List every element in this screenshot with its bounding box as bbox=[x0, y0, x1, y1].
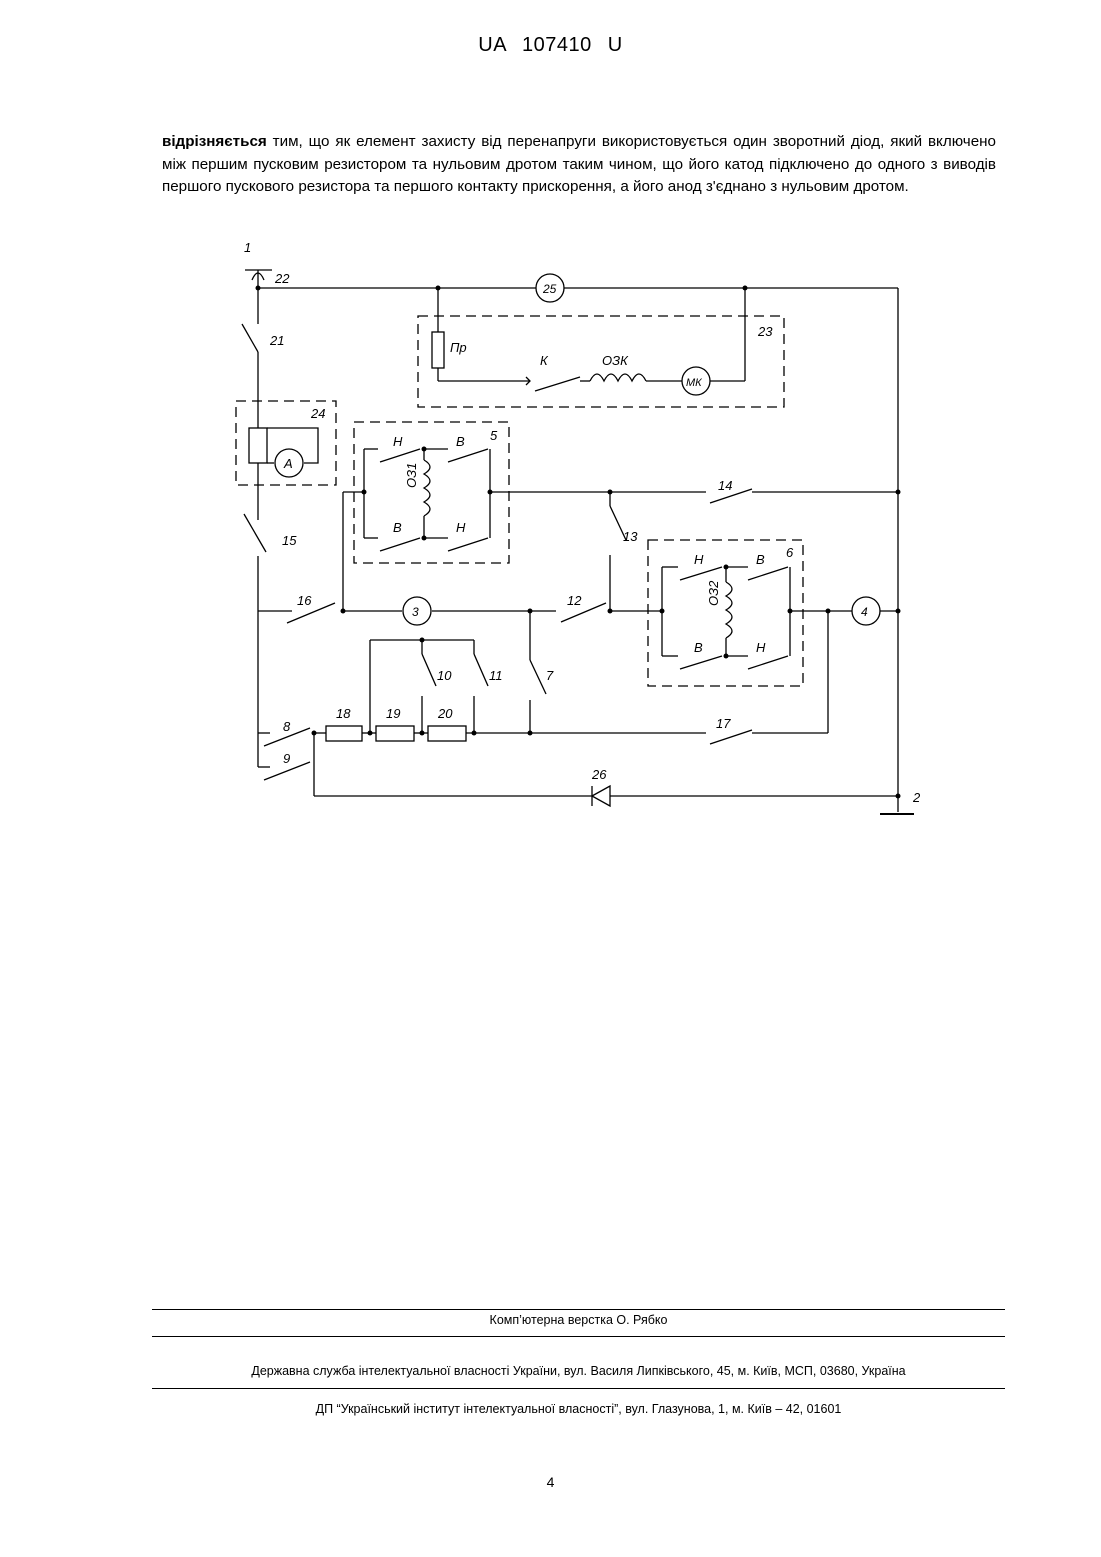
label-8: 8 bbox=[283, 719, 291, 734]
label-v-5-top: В bbox=[456, 434, 465, 449]
label-2: 2 bbox=[912, 790, 921, 805]
label-12: 12 bbox=[567, 593, 582, 608]
footer-service-address: Державна служба інтелектуальної власност… bbox=[152, 1364, 1005, 1378]
label-5: 5 bbox=[490, 428, 498, 443]
label-motor-4: 4 bbox=[861, 605, 868, 619]
label-h-6-top: Н bbox=[694, 552, 704, 567]
label-11: 11 bbox=[489, 668, 503, 683]
label-k: К bbox=[540, 353, 549, 368]
label-19: 19 bbox=[386, 706, 400, 721]
label-23: 23 bbox=[757, 324, 773, 339]
footer-rule-bottom bbox=[152, 1388, 1005, 1389]
label-h-6-bottom: Н bbox=[756, 640, 766, 655]
label-25: 25 bbox=[542, 282, 557, 296]
label-v-5-bottom: В bbox=[393, 520, 402, 535]
footer-rule-middle bbox=[152, 1336, 1005, 1337]
label-22: 22 bbox=[274, 271, 290, 286]
label-pr: Пр bbox=[450, 340, 467, 355]
page-number: 4 bbox=[0, 1474, 1101, 1490]
label-h-5-top: Н bbox=[393, 434, 403, 449]
label-15: 15 bbox=[282, 533, 297, 548]
label-13: 13 bbox=[623, 529, 638, 544]
footer-rule-top bbox=[152, 1309, 1005, 1310]
label-24: 24 bbox=[310, 406, 325, 421]
claim-body: тим, що як елемент захисту від перенапру… bbox=[162, 133, 996, 195]
label-1: 1 bbox=[244, 240, 251, 255]
label-ozk: ОЗК bbox=[602, 353, 629, 368]
label-oz1: ОЗ1 bbox=[404, 463, 419, 488]
footer-institute-address: ДП “Український інститут інтелектуальної… bbox=[152, 1402, 1005, 1416]
label-motor-3: 3 bbox=[412, 605, 419, 619]
label-26: 26 bbox=[591, 767, 607, 782]
document-code: UA 107410 U bbox=[0, 34, 1101, 57]
label-14: 14 bbox=[718, 478, 732, 493]
label-18: 18 bbox=[336, 706, 351, 721]
label-16: 16 bbox=[297, 593, 312, 608]
label-a: А bbox=[283, 456, 293, 471]
claim-bold-lead: відрізняється bbox=[162, 133, 267, 150]
label-9: 9 bbox=[283, 751, 290, 766]
label-7: 7 bbox=[546, 668, 554, 683]
label-v-6-top: В bbox=[756, 552, 765, 567]
claim-text: відрізняється тим, що як елемент захисту… bbox=[162, 131, 996, 199]
label-6: 6 bbox=[786, 545, 794, 560]
label-v-6-bottom: В bbox=[694, 640, 703, 655]
label-h-5-bottom: Н bbox=[456, 520, 466, 535]
label-10: 10 bbox=[437, 668, 452, 683]
circuit-diagram: 1 22 25 23 Пр К ОЗК МК 21 24 А 15 16 3 Н… bbox=[225, 240, 925, 820]
footer-layout-credit: Комп’ютерна верстка О. Рябко bbox=[152, 1313, 1005, 1327]
label-mk: МК bbox=[686, 377, 702, 389]
label-20: 20 bbox=[437, 706, 453, 721]
label-21: 21 bbox=[269, 333, 284, 348]
label-17: 17 bbox=[716, 716, 731, 731]
label-oz2: ОЗ2 bbox=[706, 580, 721, 606]
